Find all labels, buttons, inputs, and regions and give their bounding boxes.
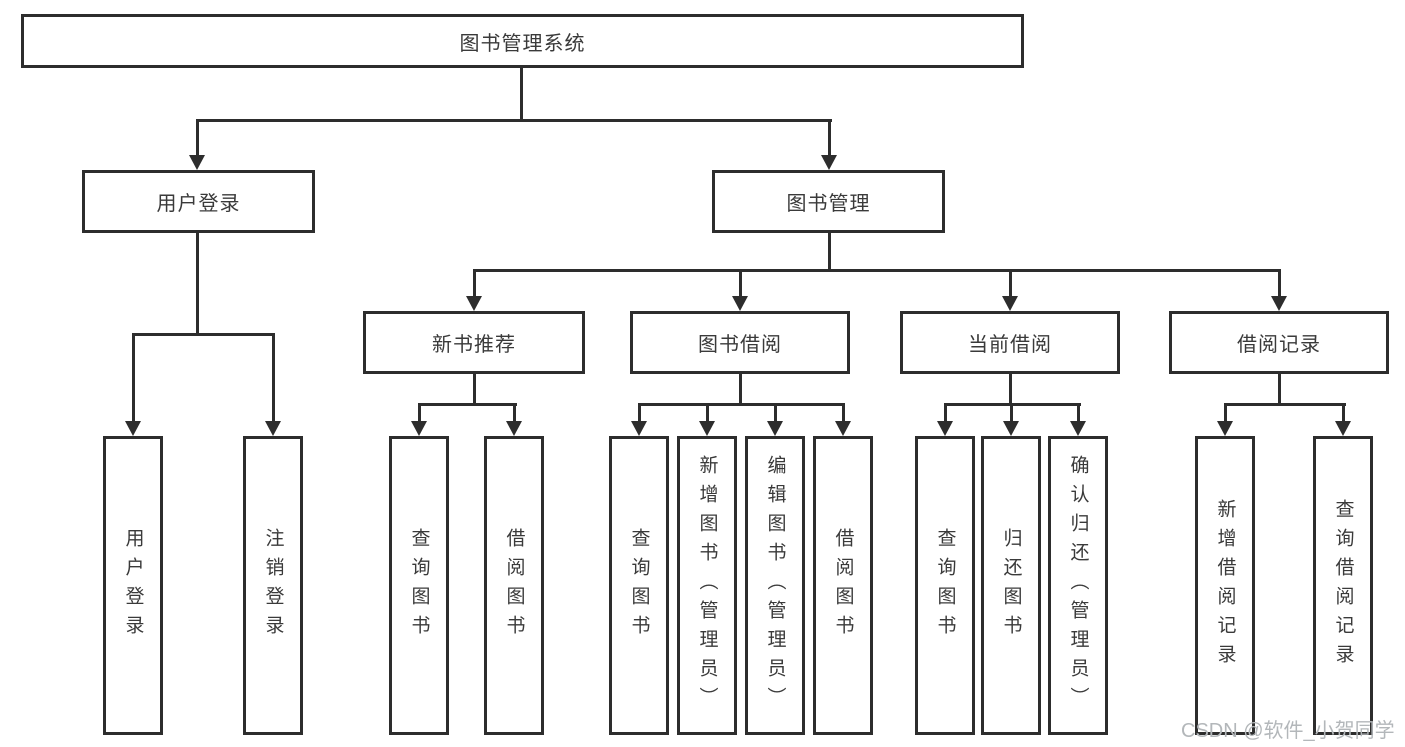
connector-line xyxy=(638,403,845,406)
connector-line xyxy=(1009,269,1012,296)
leaf-edit-book-admin-label: 编辑图书（管理员） xyxy=(764,455,786,716)
node-book-management: 图书管理 xyxy=(712,170,945,233)
leaf-current-query-books-label: 查询图书 xyxy=(934,527,956,644)
connector-line xyxy=(774,403,777,421)
connector-line xyxy=(1278,269,1281,296)
leaf-add-borrow-record: 新增借阅记录 xyxy=(1195,436,1255,735)
leaf-borrowing-borrow-books: 借阅图书 xyxy=(813,436,873,735)
leaf-add-borrow-record-label: 新增借阅记录 xyxy=(1214,498,1236,673)
node-current-borrowing-label: 当前借阅 xyxy=(968,334,1052,356)
arrow-down-icon xyxy=(1070,421,1086,436)
node-library-system: 图书管理系统 xyxy=(21,14,1024,68)
node-book-borrowing: 图书借阅 xyxy=(630,311,850,374)
arrow-down-icon xyxy=(125,421,141,436)
arrow-down-icon xyxy=(506,421,522,436)
leaf-confirm-return-admin: 确认归还（管理员） xyxy=(1048,436,1108,735)
connector-line xyxy=(132,333,275,336)
leaf-confirm-return-admin-label: 确认归还（管理员） xyxy=(1067,455,1089,716)
node-user-login: 用户登录 xyxy=(82,170,315,233)
connector-line xyxy=(473,374,476,406)
leaf-borrowing-borrow-books-label: 借阅图书 xyxy=(832,527,854,644)
leaf-recommend-borrow-books-label: 借阅图书 xyxy=(503,527,525,644)
arrow-down-icon xyxy=(699,421,715,436)
connector-line xyxy=(1010,403,1013,421)
connector-line xyxy=(418,403,517,406)
leaf-add-book-admin: 新增图书（管理员） xyxy=(677,436,737,735)
connector-line xyxy=(473,269,476,296)
connector-line xyxy=(473,269,1281,272)
node-new-book-recommend: 新书推荐 xyxy=(363,311,585,374)
node-current-borrowing: 当前借阅 xyxy=(900,311,1120,374)
leaf-borrowing-query-books-label: 查询图书 xyxy=(628,527,650,644)
connector-line xyxy=(638,403,641,421)
node-borrowing-records-label: 借阅记录 xyxy=(1237,334,1321,356)
connector-line xyxy=(1342,403,1345,421)
connector-line xyxy=(842,403,845,421)
node-borrowing-records: 借阅记录 xyxy=(1169,311,1389,374)
connector-line xyxy=(944,403,947,421)
connector-line xyxy=(513,403,516,421)
arrow-down-icon xyxy=(411,421,427,436)
leaf-user-login-label: 用户登录 xyxy=(122,527,144,644)
connector-line xyxy=(1224,403,1346,406)
arrow-down-icon xyxy=(1271,296,1287,311)
connector-line xyxy=(196,119,832,122)
leaf-logout-label: 注销登录 xyxy=(262,527,284,644)
leaf-recommend-query-books-label: 查询图书 xyxy=(408,527,430,644)
connector-line xyxy=(739,269,742,296)
leaf-query-borrow-record-label: 查询借阅记录 xyxy=(1332,498,1354,673)
arrow-down-icon xyxy=(767,421,783,436)
arrow-down-icon xyxy=(631,421,647,436)
arrow-down-icon xyxy=(821,155,837,170)
connector-line xyxy=(739,374,742,406)
leaf-return-book-label: 归还图书 xyxy=(1000,527,1022,644)
connector-line xyxy=(132,333,135,421)
csdn-watermark: CSDN @软件_小贺同学 xyxy=(1181,720,1395,742)
leaf-query-borrow-record: 查询借阅记录 xyxy=(1313,436,1373,735)
leaf-current-query-books: 查询图书 xyxy=(915,436,975,735)
leaf-return-book: 归还图书 xyxy=(981,436,1041,735)
leaf-edit-book-admin: 编辑图书（管理员） xyxy=(745,436,805,735)
leaf-borrowing-query-books: 查询图书 xyxy=(609,436,669,735)
node-book-management-label: 图书管理 xyxy=(786,193,871,215)
connector-line xyxy=(828,233,831,272)
arrow-down-icon xyxy=(835,421,851,436)
arrow-down-icon xyxy=(732,296,748,311)
node-library-system-label: 图书管理系统 xyxy=(459,32,586,55)
connector-line xyxy=(1278,374,1281,406)
connector-line xyxy=(1077,403,1080,421)
arrow-down-icon xyxy=(189,155,205,170)
connector-line xyxy=(272,333,275,421)
connector-line xyxy=(1009,374,1012,406)
arrow-down-icon xyxy=(1335,421,1351,436)
leaf-add-book-admin-label: 新增图书（管理员） xyxy=(696,455,718,716)
arrow-down-icon xyxy=(1003,421,1019,436)
arrow-down-icon xyxy=(1002,296,1018,311)
node-book-borrowing-label: 图书借阅 xyxy=(698,334,782,356)
arrow-down-icon xyxy=(937,421,953,436)
leaf-user-login: 用户登录 xyxy=(103,436,163,735)
arrow-down-icon xyxy=(265,421,281,436)
connector-line xyxy=(196,233,199,336)
arrow-down-icon xyxy=(1217,421,1233,436)
node-user-login-label: 用户登录 xyxy=(156,193,241,215)
leaf-recommend-query-books: 查询图书 xyxy=(389,436,449,735)
connector-line xyxy=(418,403,421,421)
connector-line xyxy=(828,119,831,156)
connector-line xyxy=(1224,403,1227,421)
connector-line xyxy=(706,403,709,421)
connector-line xyxy=(520,68,523,122)
arrow-down-icon xyxy=(466,296,482,311)
leaf-logout: 注销登录 xyxy=(243,436,303,735)
connector-line xyxy=(196,119,199,156)
leaf-recommend-borrow-books: 借阅图书 xyxy=(484,436,544,735)
node-new-book-recommend-label: 新书推荐 xyxy=(432,334,516,356)
